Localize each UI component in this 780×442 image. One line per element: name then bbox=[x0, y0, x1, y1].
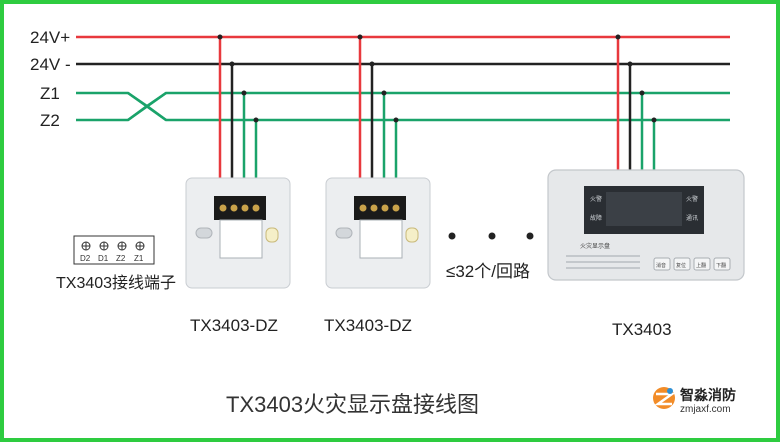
logo-url: zmjaxf.com bbox=[680, 404, 731, 415]
panel-button-4: 下翻 bbox=[716, 262, 726, 269]
panel-left-label-1: 火警 bbox=[590, 195, 602, 203]
label-z1: Z1 bbox=[40, 84, 60, 103]
label-24v-minus: 24V - bbox=[30, 55, 71, 74]
terminal-screws bbox=[81, 241, 145, 251]
panel-speaker-grille bbox=[566, 255, 640, 269]
logo-name: 智淼消防 bbox=[679, 387, 736, 403]
label-z2: Z2 bbox=[40, 111, 60, 130]
z1-z2-crossover bbox=[110, 88, 190, 126]
device-dz-1 bbox=[185, 177, 291, 289]
terminal-label-z2: Z2 bbox=[116, 254, 126, 263]
panel-right-label-1: 火警 bbox=[686, 195, 698, 203]
device-label-dz-1: TX3403-DZ bbox=[190, 316, 278, 335]
continuation-dots bbox=[448, 232, 534, 240]
terminal-label-d1: D1 bbox=[98, 254, 109, 263]
terminal-label-d2: D2 bbox=[80, 254, 91, 263]
terminal-label-z1: Z1 bbox=[134, 254, 144, 263]
panel-button-3: 上翻 bbox=[696, 262, 706, 269]
panel-title: 火灾显示盘 bbox=[580, 242, 610, 250]
loop-limit-label: ≤32个/回路 bbox=[446, 262, 530, 281]
label-24v-plus: 24V+ bbox=[30, 28, 70, 47]
panel-left-label-2: 故障 bbox=[590, 214, 602, 222]
main-panel-tx3403: 火警 故障 火警 通讯 火灾显示盘 消音 复位 上翻 下翻 bbox=[547, 169, 745, 281]
logo-mark-icon bbox=[653, 387, 676, 409]
panel-buttons: 消音 复位 上翻 下翻 bbox=[653, 257, 731, 271]
device-dz-2 bbox=[325, 177, 431, 289]
drops-main-panel bbox=[615, 34, 657, 172]
panel-button-2: 复位 bbox=[676, 262, 686, 269]
brand-logo: 智淼消防 zmjaxf.com bbox=[653, 387, 736, 415]
device-label-dz-2: TX3403-DZ bbox=[324, 316, 412, 335]
terminal-block-title: TX3403接线端子 bbox=[56, 274, 176, 292]
panel-button-1: 消音 bbox=[656, 262, 666, 269]
device-label-main: TX3403 bbox=[612, 320, 672, 339]
terminal-block: D2 D1 Z2 Z1 bbox=[73, 235, 155, 265]
diagram-caption: TX3403火灾显示盘接线图 bbox=[226, 392, 479, 417]
panel-right-label-2: 通讯 bbox=[686, 214, 698, 222]
